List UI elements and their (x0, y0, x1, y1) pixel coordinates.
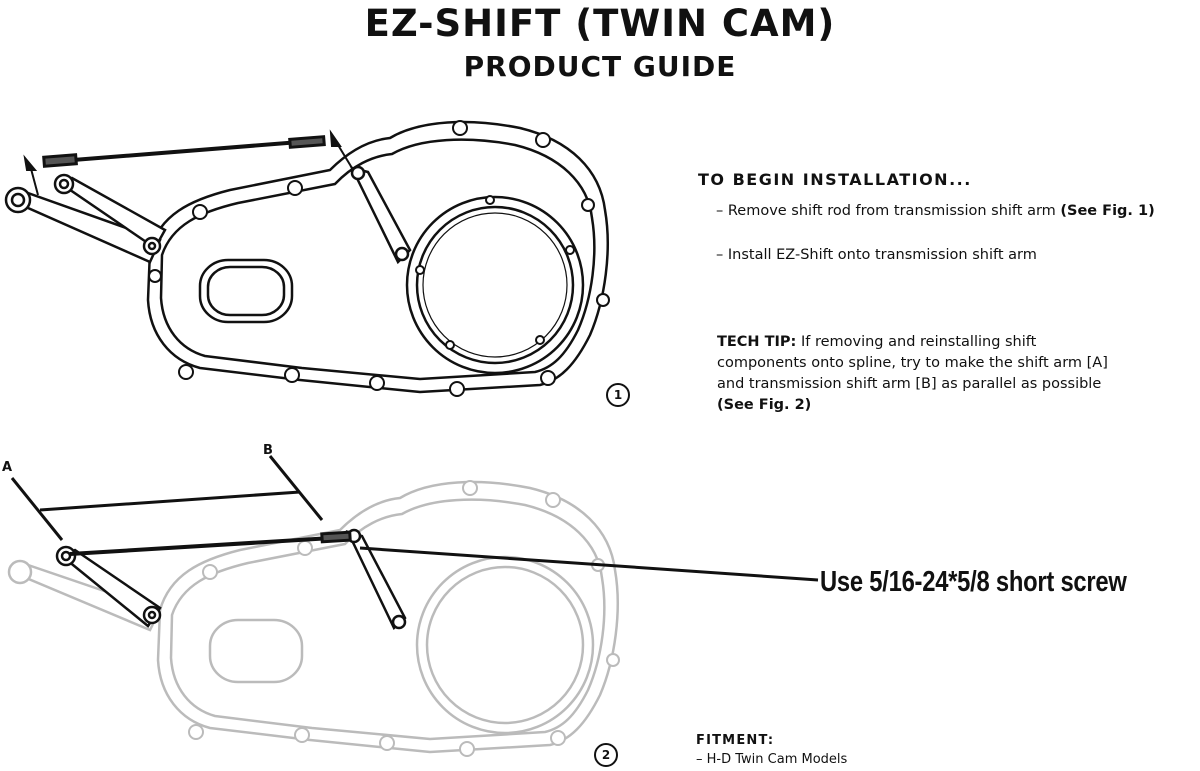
shift-rod (47, 138, 326, 164)
figure-2-number: 2 (594, 743, 618, 767)
page-title: EZ-SHIFT (TWIN CAM) (364, 2, 836, 45)
tech-tip-text: If removing and reinstalling shift compo… (717, 334, 1108, 392)
instruction-step-2: – Install EZ-Shift onto transmission shi… (716, 247, 1178, 263)
tech-tip-ref: (See Fig. 2) (717, 397, 812, 413)
label-b: B (263, 443, 273, 458)
inspection-window (198, 258, 294, 324)
label-a: A (2, 460, 13, 475)
primary-cover-outline (146, 120, 609, 394)
figure-1-number: 1 (606, 383, 630, 407)
step-1-text: – Remove shift rod from transmission shi… (716, 203, 1061, 219)
tech-tip: TECH TIP: If removing and reinstalling s… (717, 332, 1117, 416)
figure-1-illustration (4, 120, 610, 397)
page-subtitle: PRODUCT GUIDE (463, 50, 737, 83)
instructions-heading: TO BEGIN INSTALLATION... (698, 170, 972, 189)
instruction-step-1: – Remove shift rod from transmission shi… (716, 203, 1178, 219)
fitment-heading: FITMENT: (696, 733, 775, 748)
fitment-text: – H-D Twin Cam Models (696, 752, 848, 767)
ez-shift-rod (69, 535, 349, 556)
primary-cover-outline-faded (156, 480, 619, 754)
installation-instructions: TO BEGIN INSTALLATION... – Remove shift … (698, 170, 1178, 291)
callout-line (359, 546, 819, 582)
tech-tip-label: TECH TIP: (717, 334, 797, 350)
screw-callout: Use 5/16-24*5/8 short screw (820, 566, 1127, 598)
fitment-block: FITMENT: – H-D Twin Cam Models (696, 731, 847, 769)
ref-line-a (10, 477, 64, 541)
step-1-ref: (See Fig. 1) (1060, 203, 1155, 219)
ref-line-b (268, 455, 324, 521)
transmission-shift-arm-b (345, 530, 407, 631)
derby-cover (405, 195, 585, 375)
step-2-text: – Install EZ-Shift onto transmission shi… (716, 247, 1037, 263)
figure-2-illustration (7, 455, 819, 757)
